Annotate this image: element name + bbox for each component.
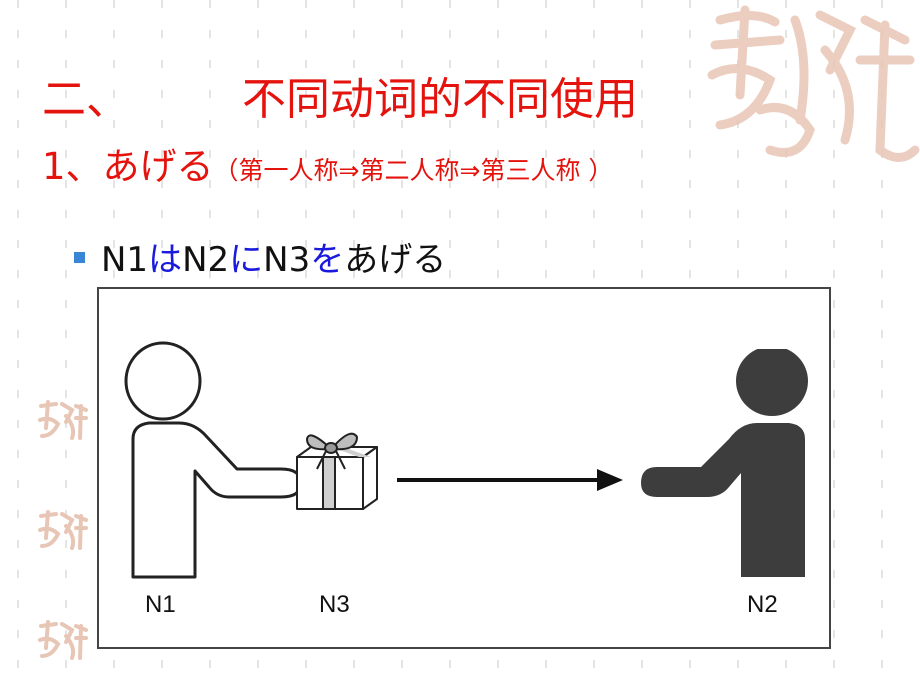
sentence-verb: あげる: [344, 240, 447, 280]
heading-number: 二、: [42, 74, 130, 125]
slide-heading: 二、 不同动词的不同使用: [42, 72, 762, 128]
label-n3: N3: [319, 591, 350, 618]
particle-ni: に: [229, 240, 264, 280]
sentence-n1: N1: [101, 240, 149, 280]
heading-title: 不同动词的不同使用: [242, 74, 638, 125]
arrow-right-icon: [397, 469, 623, 491]
small-seal-decoration-3: [38, 620, 88, 660]
small-seal-decoration-1: [38, 400, 88, 440]
sentence-n3: N3: [263, 240, 311, 280]
subheading-parenthetical: （第一人称⇒第二人称⇒第三人称 ）: [213, 156, 614, 185]
label-n1: N1: [145, 591, 176, 618]
small-seal-decoration-2: [38, 510, 88, 550]
particle-wa: は: [148, 240, 183, 280]
illustration-frame: N1 N3 N2: [97, 287, 831, 649]
calligraphy-seal-decoration: [707, 5, 920, 162]
bullet-item: N1はN2にN3をあげる: [74, 232, 446, 281]
person-filled-icon: [641, 349, 808, 577]
particle-wo: を: [310, 240, 345, 280]
subheading-main: 1、あげる: [42, 145, 214, 188]
gift-box-icon: [296, 432, 378, 510]
bullet-square-icon: [74, 252, 85, 263]
label-n2: N2: [747, 591, 778, 618]
slide-subheading: 1、あげる（第一人称⇒第二人称⇒第三人称 ）: [42, 136, 822, 190]
sentence-n2: N2: [182, 240, 230, 280]
